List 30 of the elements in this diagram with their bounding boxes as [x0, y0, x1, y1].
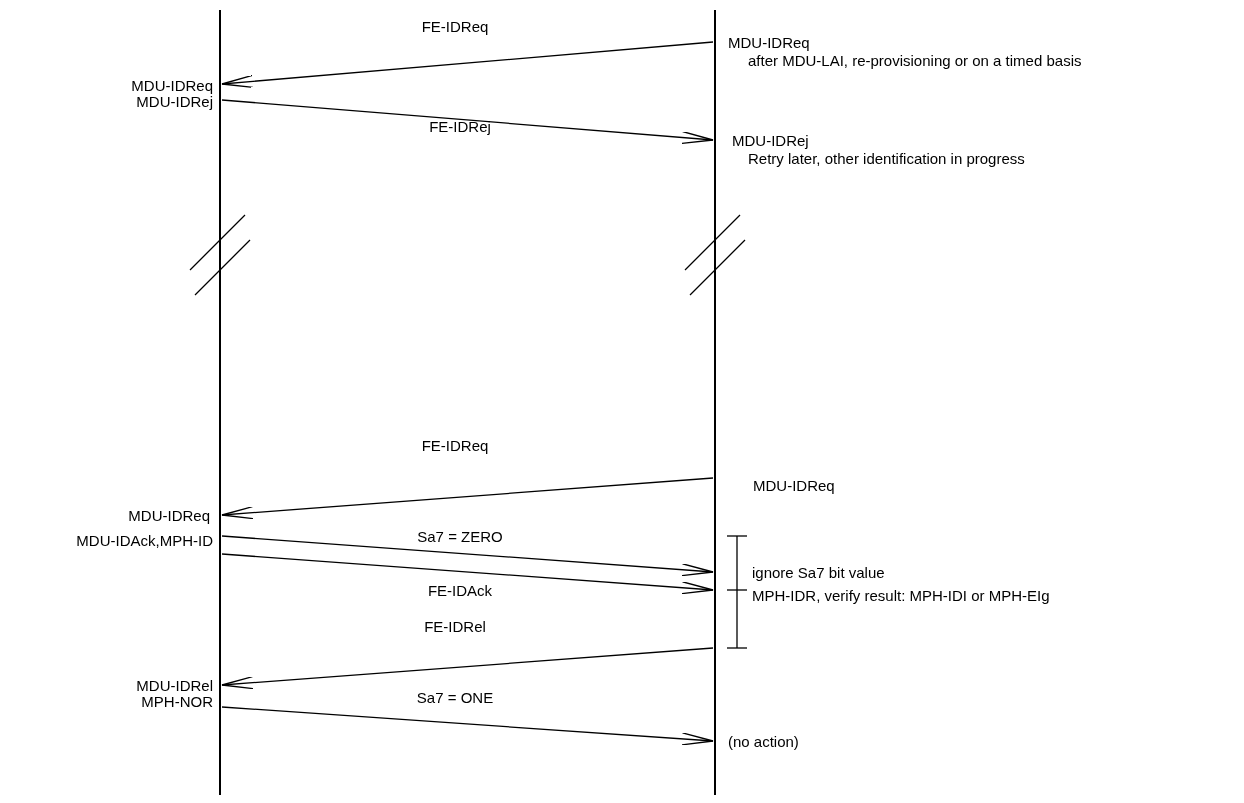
message-name: MDU-IDReq [728, 34, 810, 51]
note-text: MPH-IDR, verify result: MPH-IDI or MPH-EIg [752, 587, 1050, 604]
note-text: after MDU-LAI, re-provisioning or on a timed basis [748, 52, 1082, 69]
message-label: Sa7 = ZERO [417, 528, 503, 545]
message-name: MDU-IDRej [732, 132, 809, 149]
message-name: MPH-NOR [141, 693, 213, 710]
message-name: MDU-IDReq [131, 77, 213, 94]
message-name: MDU-IDAck,MPH-ID [76, 532, 213, 549]
message-arrow [221, 706, 714, 746]
message-arrow [221, 477, 714, 520]
message-label: FE-IDReq [421, 18, 489, 35]
message-label: FE-IDRel [424, 618, 486, 635]
message-label: FE-IDReq [421, 437, 489, 454]
message-arrow [221, 99, 714, 145]
message-arrow [221, 41, 714, 88]
message-label: Sa7 = ONE [416, 689, 494, 706]
lifeline [714, 10, 716, 795]
message-name: MDU-IDRej [136, 93, 213, 110]
message-arrow [221, 535, 714, 577]
message-label: FE-IDRej [429, 118, 491, 135]
lifeline [219, 10, 221, 795]
message-name: MDU-IDReq [128, 507, 210, 524]
note-text: (no action) [728, 733, 799, 750]
note-text: ignore Sa7 bit value [752, 564, 885, 581]
note-text: Retry later, other identification in progress [748, 150, 1025, 167]
message-label: FE-IDAck [427, 582, 493, 599]
message-name: MDU-IDReq [753, 477, 835, 494]
message-arrow [221, 647, 714, 690]
message-arrow [221, 553, 714, 595]
message-name: MDU-IDRel [136, 677, 213, 694]
